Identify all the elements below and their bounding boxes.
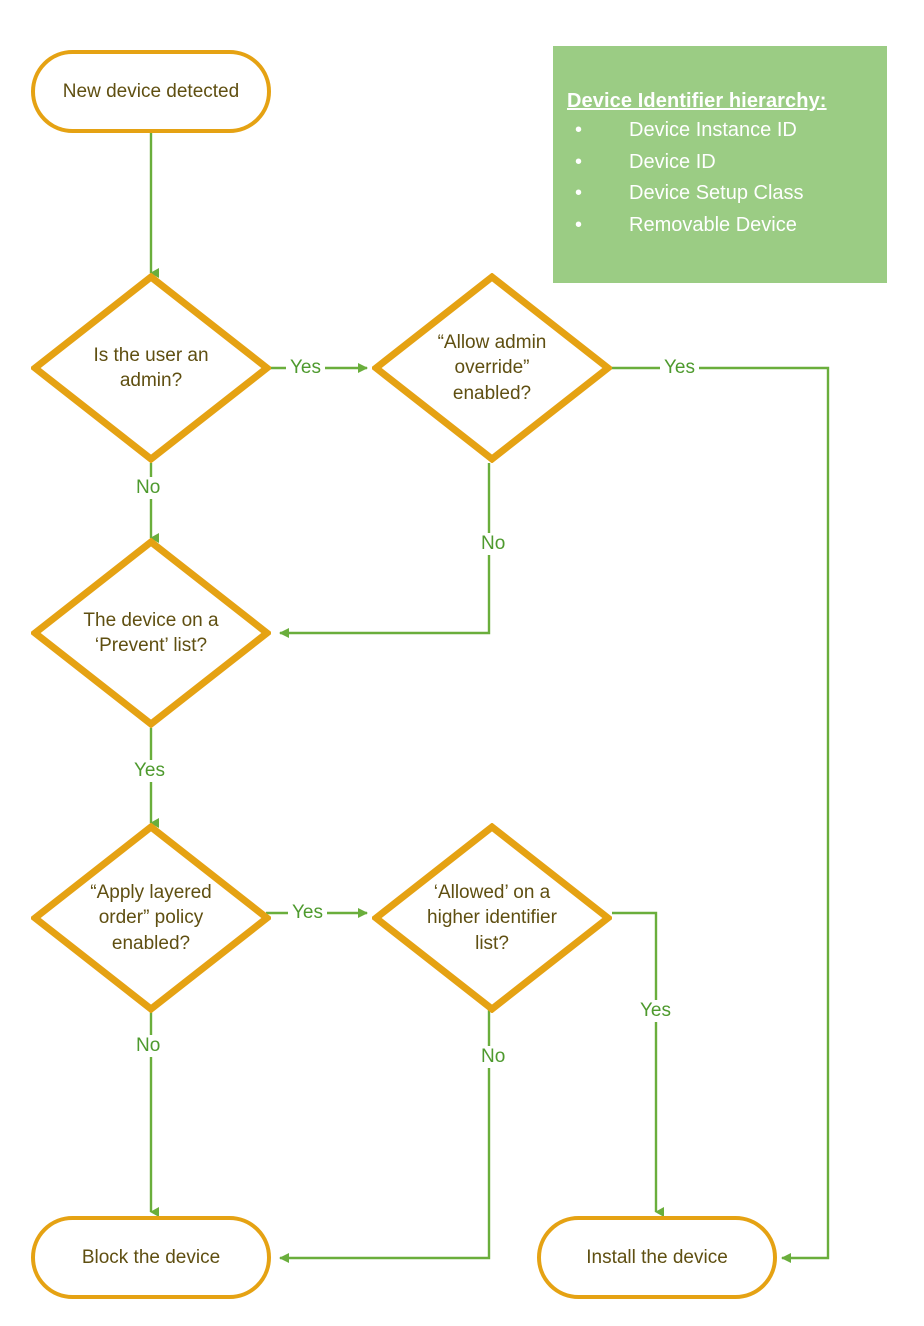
legend-item-label: Removable Device xyxy=(629,213,797,236)
node-decision-device-on-prevent-list[interactable]: The device on a ‘Prevent’ list? xyxy=(31,538,271,728)
diamond-shape xyxy=(31,823,271,1013)
edge-label-prevent-yes: Yes xyxy=(130,760,169,782)
edge-label-layered-yes: Yes xyxy=(288,902,327,924)
bullet-icon: • xyxy=(575,150,583,173)
node-end-block-the-device[interactable]: Block the device xyxy=(31,1216,271,1299)
legend-item-label: Device Setup Class xyxy=(629,182,804,205)
diamond-shape xyxy=(372,823,612,1013)
bullet-icon: • xyxy=(575,182,583,205)
legend-title: Device Identifier hierarchy: xyxy=(567,90,827,112)
edge-label-allowed-no: No xyxy=(477,1046,510,1068)
node-label: New device detected xyxy=(62,80,240,102)
edge-label-admin-no: No xyxy=(132,477,165,499)
edge-allowed-to-block xyxy=(279,1008,491,1263)
node-label: Install the device xyxy=(586,1246,728,1268)
node-label: Is the user an admin? xyxy=(93,344,209,391)
edge-label-admin-yes: Yes xyxy=(286,357,325,379)
edge-label-override-no: No xyxy=(477,533,510,555)
legend-device-identifier-hierarchy: Device Identifier hierarchy: • Device In… xyxy=(553,46,887,283)
node-label: “Apply layered order” policy enabled? xyxy=(90,882,212,954)
node-decision-allowed-on-higher-identifier-list[interactable]: ‘Allowed’ on a higher identifier list? xyxy=(372,823,612,1013)
legend-item: • Device Setup Class xyxy=(567,178,877,210)
node-start-new-device-detected[interactable]: New device detected xyxy=(31,50,271,133)
edge-override-to-install xyxy=(612,366,830,1263)
edge-label-allowed-yes: Yes xyxy=(636,1000,675,1022)
bullet-icon: • xyxy=(575,119,583,141)
edge-allowed-to-install xyxy=(612,911,664,1217)
legend-item-label: Device Instance ID xyxy=(629,119,797,141)
node-decision-is-user-admin[interactable]: Is the user an admin? xyxy=(31,273,271,463)
node-label: ‘Allowed’ on a higher identifier list? xyxy=(427,882,557,954)
bullet-icon: • xyxy=(575,213,583,236)
node-label: Block the device xyxy=(81,1246,221,1268)
diamond-shape xyxy=(31,538,271,728)
legend-item-label: Device ID xyxy=(629,150,716,173)
legend-item: • Removable Device xyxy=(567,210,877,242)
edge-override-to-prevent xyxy=(279,463,491,638)
node-label: “Allow admin override” enabled? xyxy=(437,332,547,404)
diamond-shape xyxy=(372,273,612,463)
diamond-shape xyxy=(31,273,271,463)
legend-item: • Device ID xyxy=(567,147,877,179)
legend-item: • Device Instance ID xyxy=(567,115,877,147)
edge-label-override-yes: Yes xyxy=(660,357,699,379)
legend-list: • Device Instance ID • Device ID • Devic… xyxy=(567,115,877,241)
node-decision-allow-admin-override[interactable]: “Allow admin override” enabled? xyxy=(372,273,612,463)
node-end-install-the-device[interactable]: Install the device xyxy=(537,1216,777,1299)
edge-label-layered-no: No xyxy=(132,1035,165,1057)
node-decision-apply-layered-order[interactable]: “Apply layered order” policy enabled? xyxy=(31,823,271,1013)
node-label: The device on a ‘Prevent’ list? xyxy=(83,609,219,656)
